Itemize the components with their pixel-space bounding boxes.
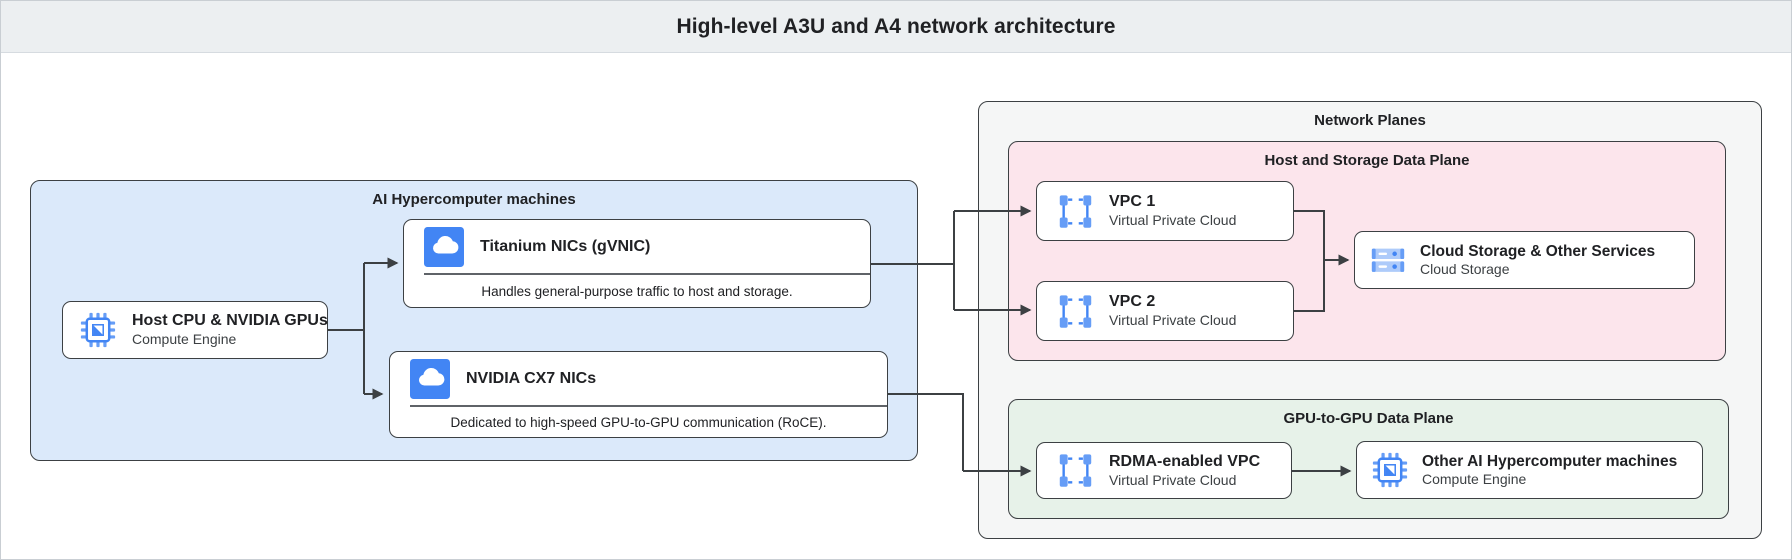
cloud-storage-icon bbox=[1369, 241, 1407, 279]
vpc-icon bbox=[1057, 293, 1094, 330]
node-host-cpu: Host CPU & NVIDIA GPUs Compute Engine bbox=[62, 301, 328, 359]
node-subtitle: Virtual Private Cloud bbox=[1109, 312, 1237, 329]
vpc-icon bbox=[1057, 452, 1094, 489]
node-other-ai-machines: Other AI Hypercomputer machines Compute … bbox=[1356, 441, 1703, 499]
vpc-icon bbox=[1057, 193, 1094, 230]
cloud-icon bbox=[410, 358, 450, 399]
node-cloud-storage: Cloud Storage & Other Services Cloud Sto… bbox=[1354, 231, 1695, 289]
node-title: Cloud Storage & Other Services bbox=[1420, 242, 1656, 260]
node-subtitle: Cloud Storage bbox=[1420, 260, 1510, 277]
compute-engine-icon bbox=[1371, 451, 1409, 489]
diagram-header: High-level A3U and A4 network architectu… bbox=[1, 1, 1791, 53]
container-label: GPU-to-GPU Data Plane bbox=[1283, 410, 1454, 427]
node-subtitle: Compute Engine bbox=[132, 331, 237, 348]
container-label: AI Hypercomputer machines bbox=[372, 191, 576, 208]
compute-engine-icon bbox=[79, 311, 117, 349]
node-rdma-vpc: RDMA-enabled VPC Virtual Private Cloud bbox=[1036, 442, 1292, 499]
cloud-icon bbox=[424, 226, 464, 267]
card-divider bbox=[410, 405, 887, 407]
card-title: Titanium NICs (gVNIC) bbox=[480, 237, 651, 255]
node-title: VPC 1 bbox=[1109, 193, 1156, 211]
node-subtitle: Virtual Private Cloud bbox=[1109, 471, 1237, 488]
node-vpc1: VPC 1 Virtual Private Cloud bbox=[1036, 181, 1294, 241]
node-title: RDMA-enabled VPC bbox=[1109, 452, 1261, 470]
container-label: Host and Storage Data Plane bbox=[1264, 152, 1470, 169]
node-subtitle: Compute Engine bbox=[1422, 470, 1527, 487]
node-title: Other AI Hypercomputer machines bbox=[1422, 452, 1678, 470]
card-nvidia-cx7-nics: NVIDIA CX7 NICs Dedicated to high-speed … bbox=[389, 351, 888, 438]
container-label: Network Planes bbox=[1314, 112, 1426, 129]
card-titanium-nics: Titanium NICs (gVNIC) Handles general-pu… bbox=[403, 219, 871, 308]
card-description: Handles general-purpose traffic to host … bbox=[481, 283, 793, 299]
card-divider bbox=[424, 273, 870, 275]
node-title: Host CPU & NVIDIA GPUs bbox=[132, 312, 328, 330]
card-description: Dedicated to high-speed GPU-to-GPU commu… bbox=[450, 414, 827, 430]
card-title: NVIDIA CX7 NICs bbox=[466, 369, 597, 387]
page-title: High-level A3U and A4 network architectu… bbox=[676, 14, 1116, 38]
node-title: VPC 2 bbox=[1109, 293, 1156, 311]
node-subtitle: Virtual Private Cloud bbox=[1109, 212, 1237, 229]
node-vpc2: VPC 2 Virtual Private Cloud bbox=[1036, 281, 1294, 341]
